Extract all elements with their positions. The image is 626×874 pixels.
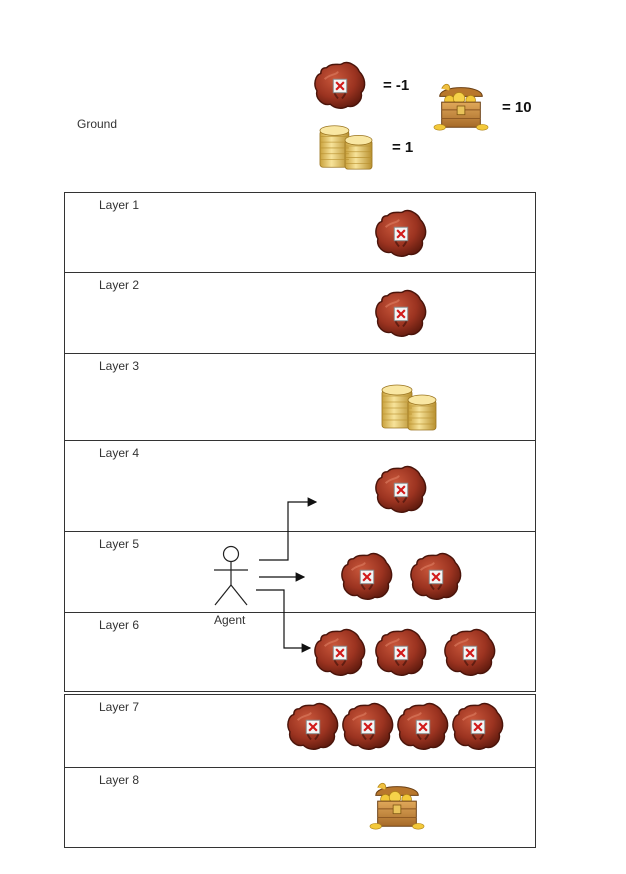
agent-label: Agent [214, 613, 246, 627]
agent-stick-figure-icon [214, 545, 248, 606]
layer-label: Layer 3 [99, 359, 140, 373]
legend-coin-value: = 1 [392, 139, 414, 156]
legend-bomb-value: = -1 [383, 77, 410, 94]
layer-6: Layer 6 [64, 612, 536, 692]
layer-8: Layer 8 [64, 767, 536, 848]
layer-label: Layer 2 [99, 278, 140, 292]
arrow-down [256, 589, 312, 653]
layer-label: Layer 6 [99, 618, 140, 632]
layer-label: Layer 4 [99, 446, 140, 460]
arrow-up [259, 497, 318, 561]
layer-label: Layer 1 [99, 198, 140, 212]
layer-label: Layer 7 [99, 700, 140, 714]
layer-label: Layer 5 [99, 537, 140, 551]
legend-chest-value: = 10 [502, 99, 532, 116]
ground-label: Ground [77, 117, 118, 131]
layer-label: Layer 8 [99, 773, 140, 787]
